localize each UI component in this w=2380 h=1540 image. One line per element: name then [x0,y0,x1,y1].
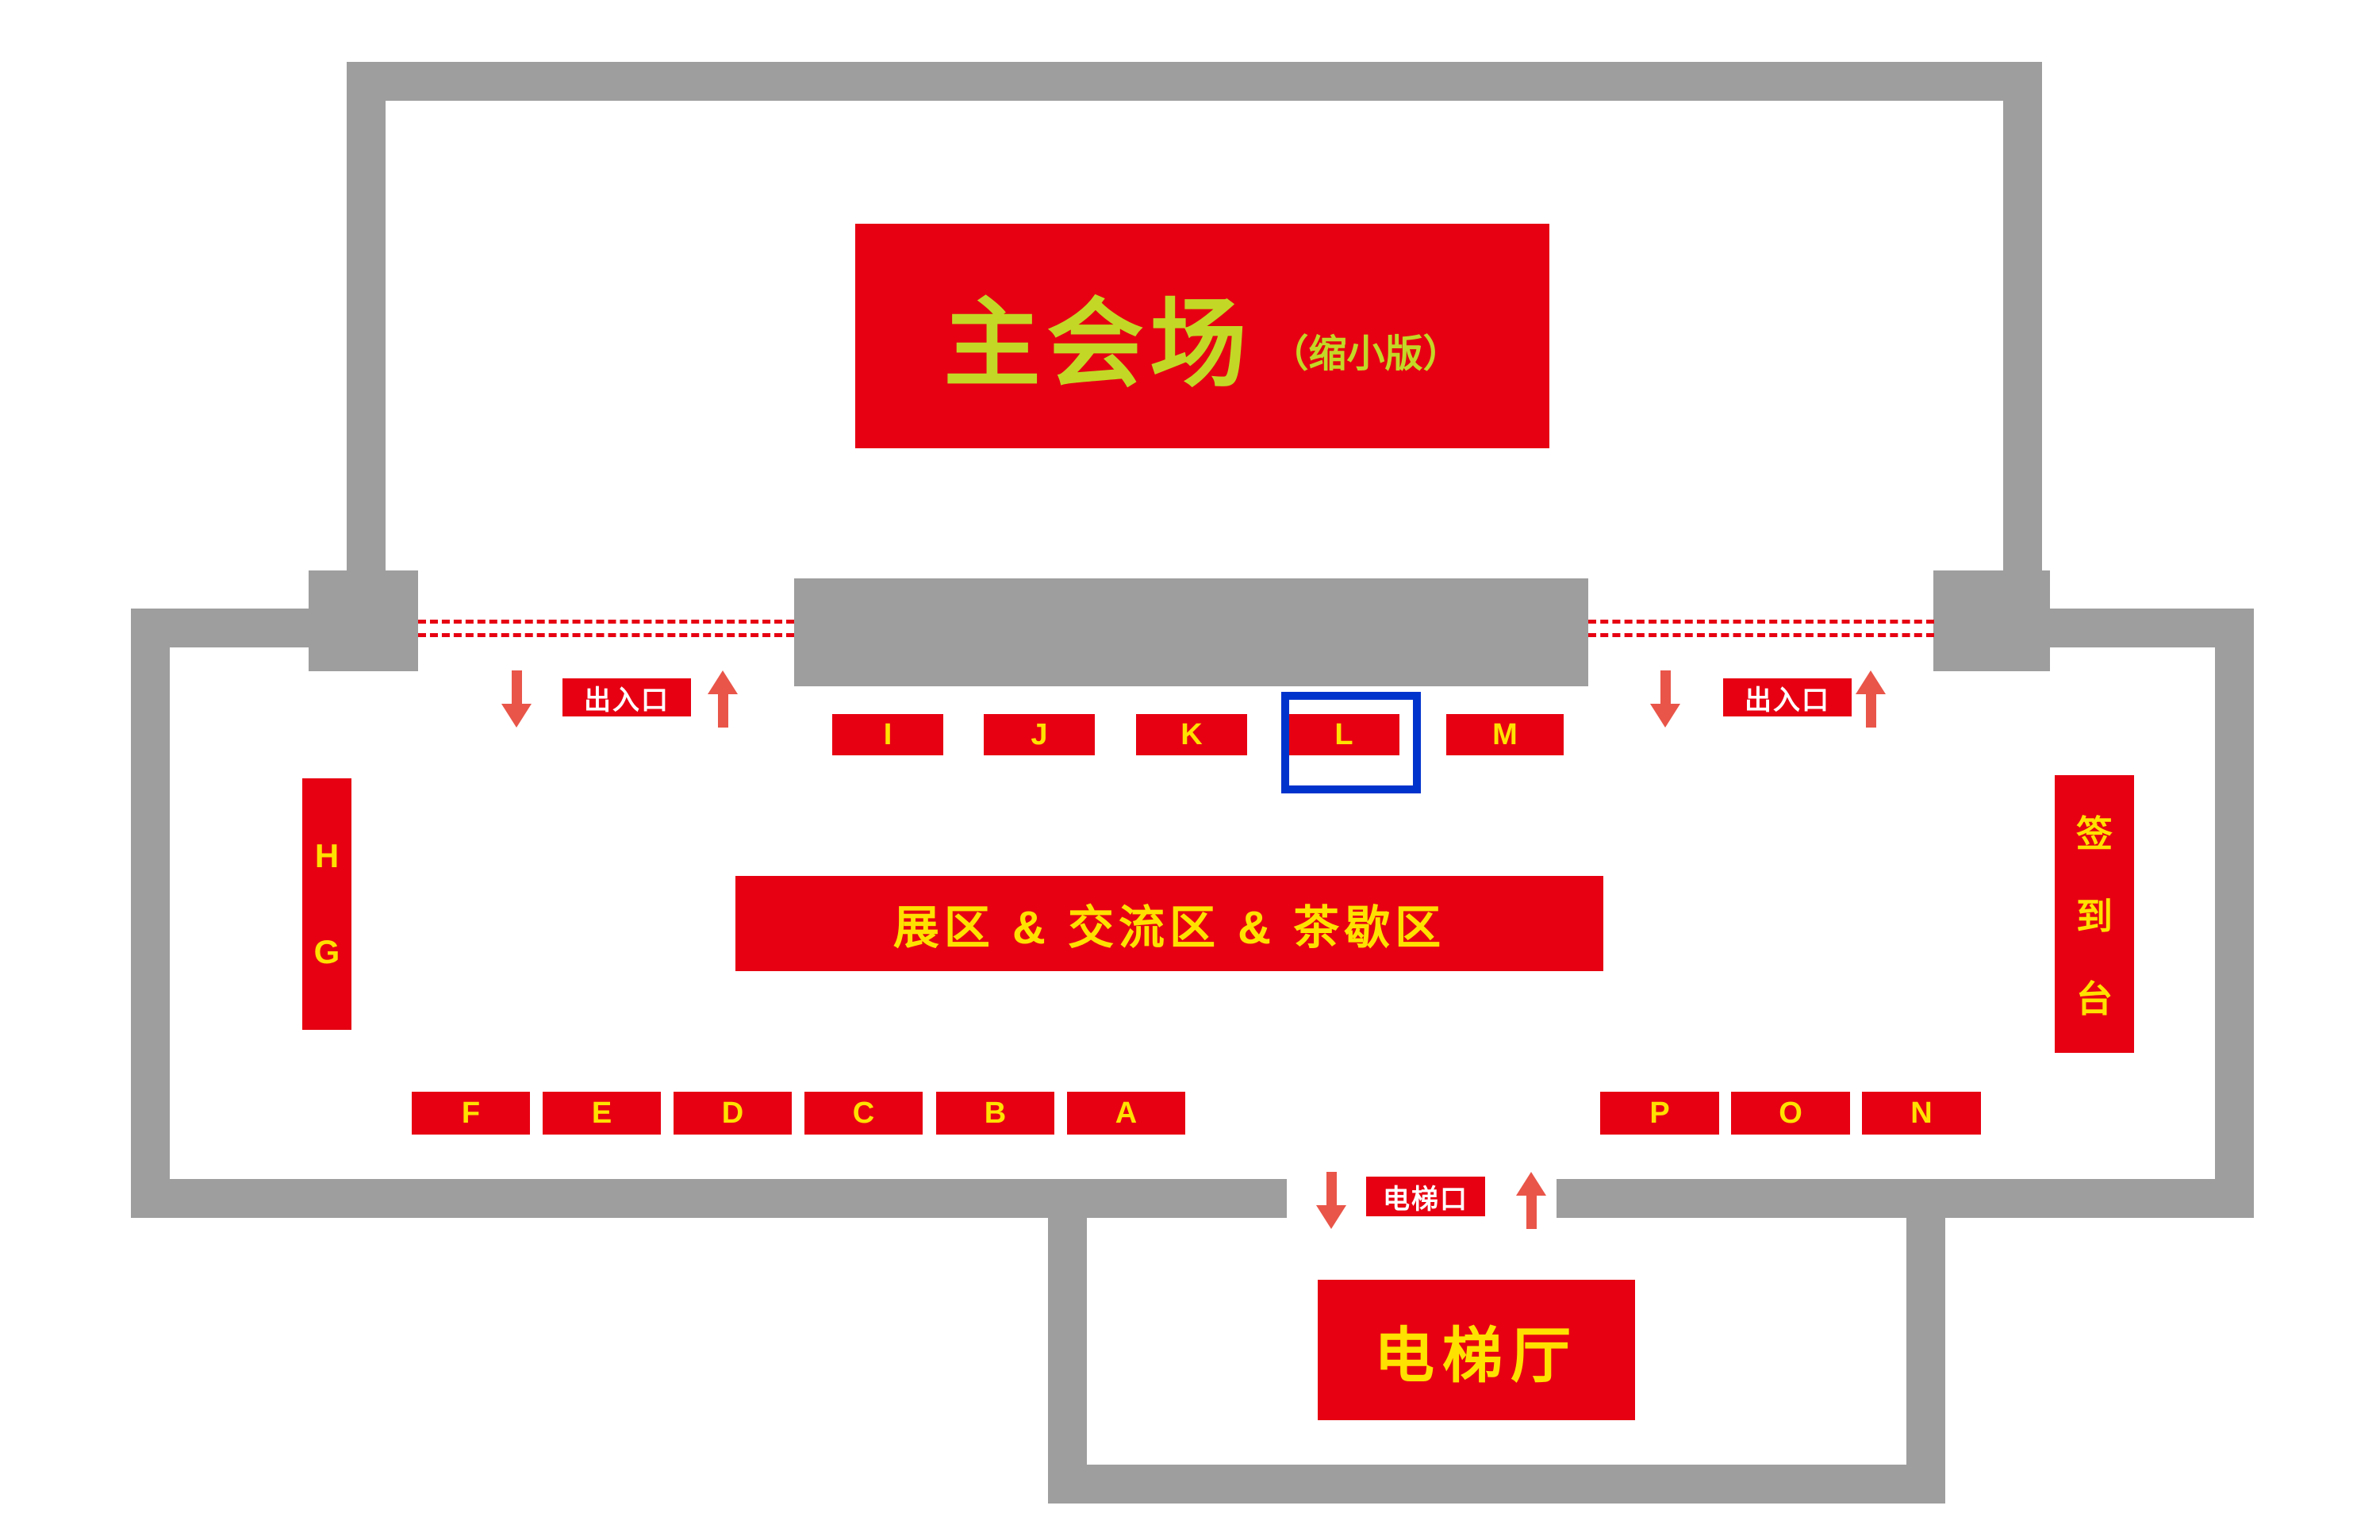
booth-G[interactable]: G [313,933,340,971]
elevator-hall-wall-right [1906,1179,1945,1504]
booth-I[interactable]: I [832,714,943,755]
expo-wall-right [2215,609,2254,1218]
booth-O[interactable]: O [1731,1092,1850,1135]
booth-A[interactable]: A [1067,1092,1185,1135]
selected-booth-highlight [1281,692,1421,793]
expo-wall-bottom-right [1557,1179,2254,1218]
exhibition-label: 展区 & 交流区 & 茶歇区 [892,902,1446,954]
booth-K[interactable]: K [1136,714,1247,755]
exhibition-banner: 展区 & 交流区 & 茶歇区 [735,876,1603,971]
elevator-hall-wall-left [1048,1179,1087,1504]
booth-M[interactable]: M [1446,714,1564,755]
up-arrow-icon [708,670,738,728]
booth-E[interactable]: E [543,1092,661,1135]
entrance-left-label: 出入口 [562,678,691,716]
booth-B[interactable]: B [936,1092,1054,1135]
main-hall-wall-left [347,62,386,578]
stage [794,578,1588,686]
booth-strip-HG[interactable]: H G [302,778,351,1030]
elevator-hall-banner: 电梯厅 [1318,1280,1635,1420]
booth-F[interactable]: F [412,1092,530,1135]
main-hall-wall-right [2003,62,2042,578]
pillar-right [1933,570,2050,671]
main-hall-wall-top [347,62,2042,101]
booth-J[interactable]: J [984,714,1095,755]
down-arrow-icon [501,670,532,728]
entrance-right-label: 出入口 [1723,678,1852,716]
down-arrow-icon [1316,1172,1346,1229]
main-hall-subtitle: （缩小版） [1270,332,1461,375]
signin-char-3: 台 [2076,978,2113,1020]
up-arrow-icon [1856,670,1886,728]
main-hall-banner: 主会场 （缩小版） [855,224,1549,448]
up-arrow-icon [1516,1172,1546,1229]
elevator-hall-wall-bottom [1048,1465,1945,1504]
down-arrow-icon [1650,670,1680,728]
elevator-gate-label: 电梯口 [1366,1177,1485,1216]
elevator-hall-label: 电梯厅 [1374,1322,1579,1390]
booth-D[interactable]: D [674,1092,792,1135]
booth-H[interactable]: H [314,836,340,874]
expo-wall-bottom-left [131,1179,1287,1218]
booth-C[interactable]: C [804,1092,923,1135]
signin-char-2: 到 [2076,896,2113,937]
dashed-opening-right [1588,620,1934,637]
booth-N[interactable]: N [1862,1092,1981,1135]
main-hall-title: 主会场 [943,290,1253,398]
booth-L[interactable]: L [1288,714,1399,755]
signin-desk: 签 到 台 [2055,775,2134,1053]
booth-P[interactable]: P [1600,1092,1719,1135]
signin-char-1: 签 [2076,813,2113,854]
expo-wall-left [131,609,170,1218]
dashed-opening-left [418,620,794,637]
